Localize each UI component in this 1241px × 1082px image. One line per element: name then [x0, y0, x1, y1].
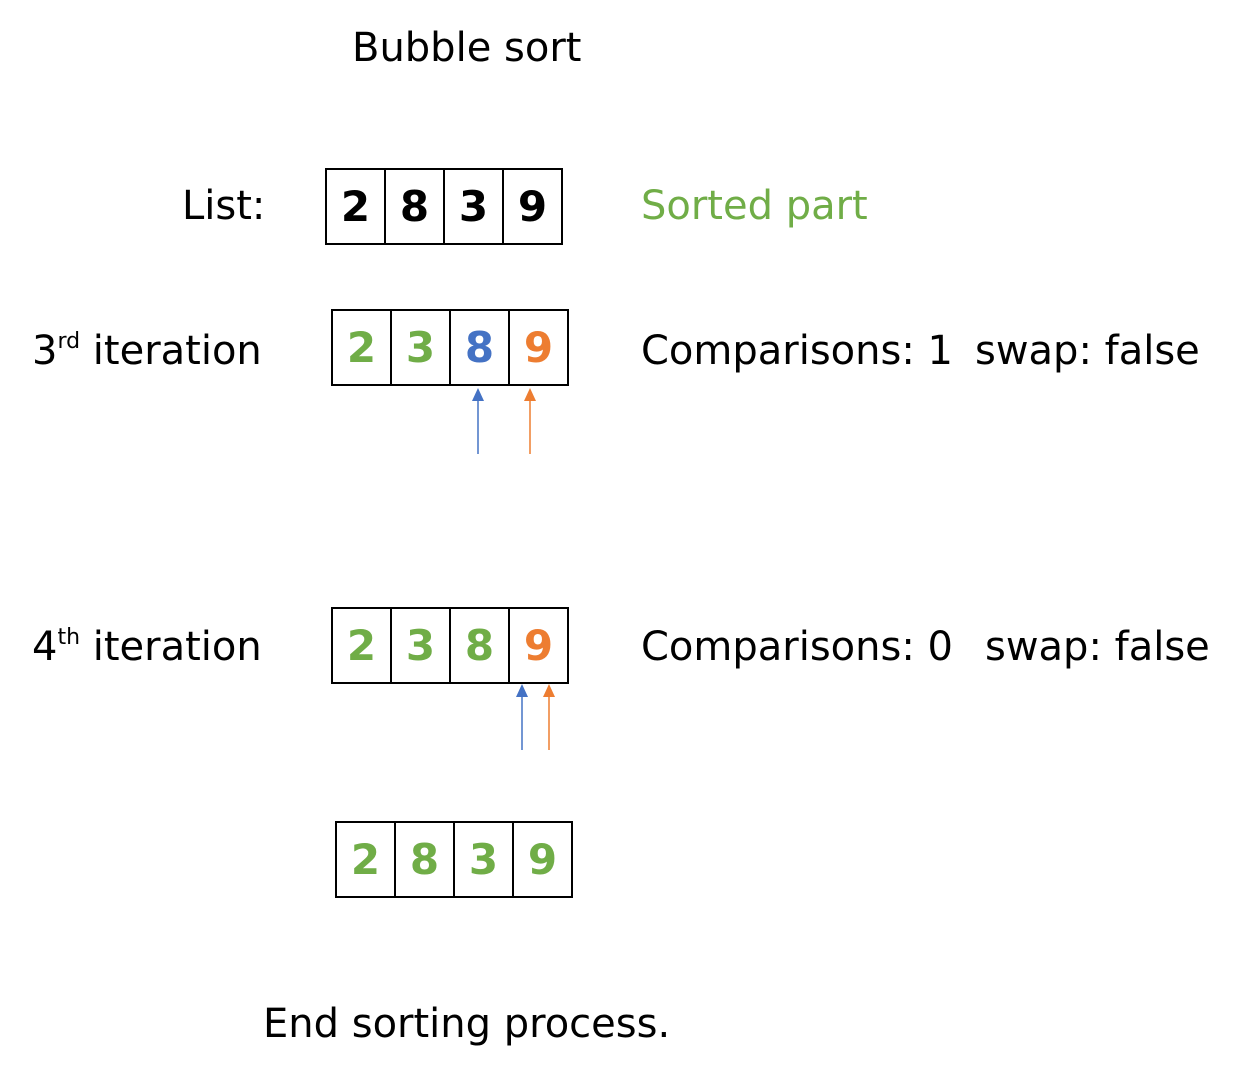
list-cell: 3 — [443, 168, 504, 245]
list-cell: 9 — [502, 168, 563, 245]
final-list: 2 8 3 9 — [335, 821, 573, 898]
iteration-4-blue-arrow-icon — [516, 684, 528, 750]
iteration-3-list: 2 3 8 9 — [331, 309, 569, 386]
iteration-4-orange-arrow-icon — [543, 684, 555, 750]
iteration-ordinal: 4 — [32, 624, 58, 670]
iteration-4-list: 2 3 8 9 — [331, 607, 569, 684]
list-cell: 9 — [508, 309, 569, 386]
list-cell: 9 — [508, 607, 569, 684]
initial-list: 2 8 3 9 — [325, 168, 563, 245]
list-cell: 8 — [449, 607, 510, 684]
list-cell: 9 — [512, 821, 573, 898]
iteration-4-info: Comparisons: 0 swap: false — [641, 627, 1210, 667]
iteration-ordinal: 3 — [32, 328, 58, 374]
iteration-3-orange-arrow-icon — [524, 388, 536, 454]
swap-text: swap: false — [984, 624, 1210, 670]
end-message: End sorting process. — [263, 1001, 671, 1047]
comparisons-text: Comparisons: 1 — [641, 328, 953, 374]
iteration-suffix: th — [57, 625, 81, 650]
list-cell: 8 — [394, 821, 455, 898]
list-cell: 8 — [384, 168, 445, 245]
iteration-3-blue-arrow-icon — [472, 388, 484, 454]
iteration-suffix: rd — [57, 329, 81, 354]
swap-text: swap: false — [974, 328, 1200, 374]
diagram-title: Bubble sort — [352, 25, 582, 71]
comparisons-text: Comparisons: 0 — [641, 624, 953, 670]
list-label: List: — [182, 183, 266, 229]
iteration-3-info: Comparisons: 1 swap: false — [641, 331, 1200, 371]
iteration-word: iteration — [92, 624, 262, 670]
sorted-part-legend: Sorted part — [641, 183, 868, 229]
iteration-word: iteration — [92, 328, 262, 374]
iteration-4-label: 4th iteration — [32, 624, 262, 670]
iteration-3-label: 3rd iteration — [32, 328, 262, 374]
